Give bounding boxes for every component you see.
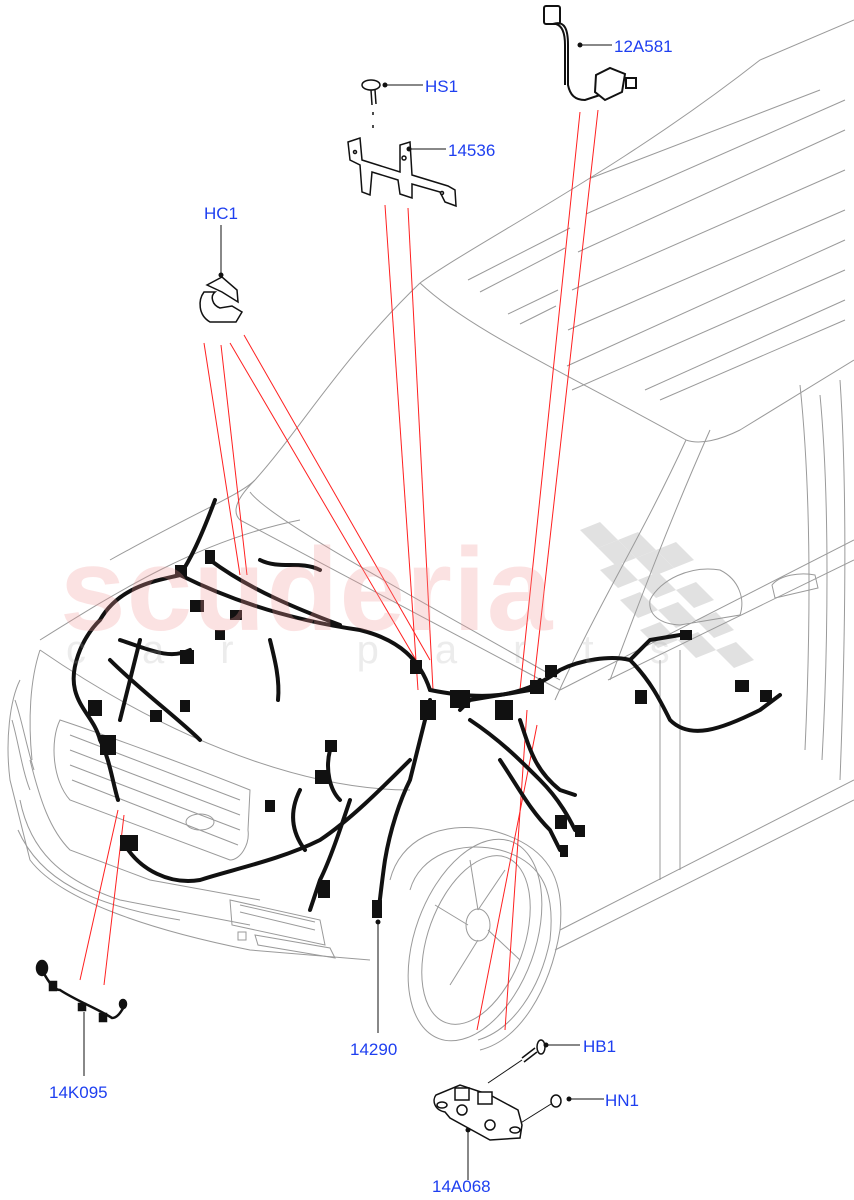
part-hb1-bolt[interactable] (487, 1039, 546, 1084)
pointer-lines (79, 109, 599, 1031)
watermark-flag (580, 522, 754, 668)
callout-label-hc1[interactable]: HC1 (204, 204, 239, 223)
part-14k095-sensor-harness[interactable] (35, 959, 128, 1023)
part-14536-bracket[interactable] (347, 136, 457, 208)
vehicle-outline (7, 19, 854, 1051)
part-hn1-nut[interactable] (518, 1094, 562, 1125)
callout-label-12a581[interactable]: 12A581 (614, 37, 673, 56)
part-hs1-screw[interactable] (361, 79, 381, 131)
callout-label-14536[interactable]: 14536 (448, 141, 496, 160)
leader-dot-hb1 (543, 1042, 549, 1048)
callout-label-14a068[interactable]: 14A068 (432, 1177, 491, 1196)
leader-dot-hn1 (566, 1096, 572, 1102)
leader-dot-14536 (406, 146, 412, 152)
callout-label-14k095[interactable]: 14K095 (49, 1083, 108, 1102)
callout-label-14290[interactable]: 14290 (350, 1040, 398, 1059)
part-hc1-clip[interactable] (199, 276, 244, 323)
leader-dot-14290 (375, 919, 381, 925)
part-12a581-sensor-harness[interactable] (543, 5, 637, 102)
harness-connectors (88, 550, 772, 918)
leader-dot-14a068 (465, 1127, 471, 1133)
leader-dot-12a581 (577, 42, 583, 48)
callout-label-hb1[interactable]: HB1 (583, 1037, 617, 1056)
part-14a068-fuse-bracket[interactable] (433, 1084, 523, 1141)
callout-label-hn1[interactable]: HN1 (605, 1091, 640, 1110)
leader-dot-hs1 (382, 82, 388, 88)
callout-label-hs1[interactable]: HS1 (425, 77, 459, 96)
